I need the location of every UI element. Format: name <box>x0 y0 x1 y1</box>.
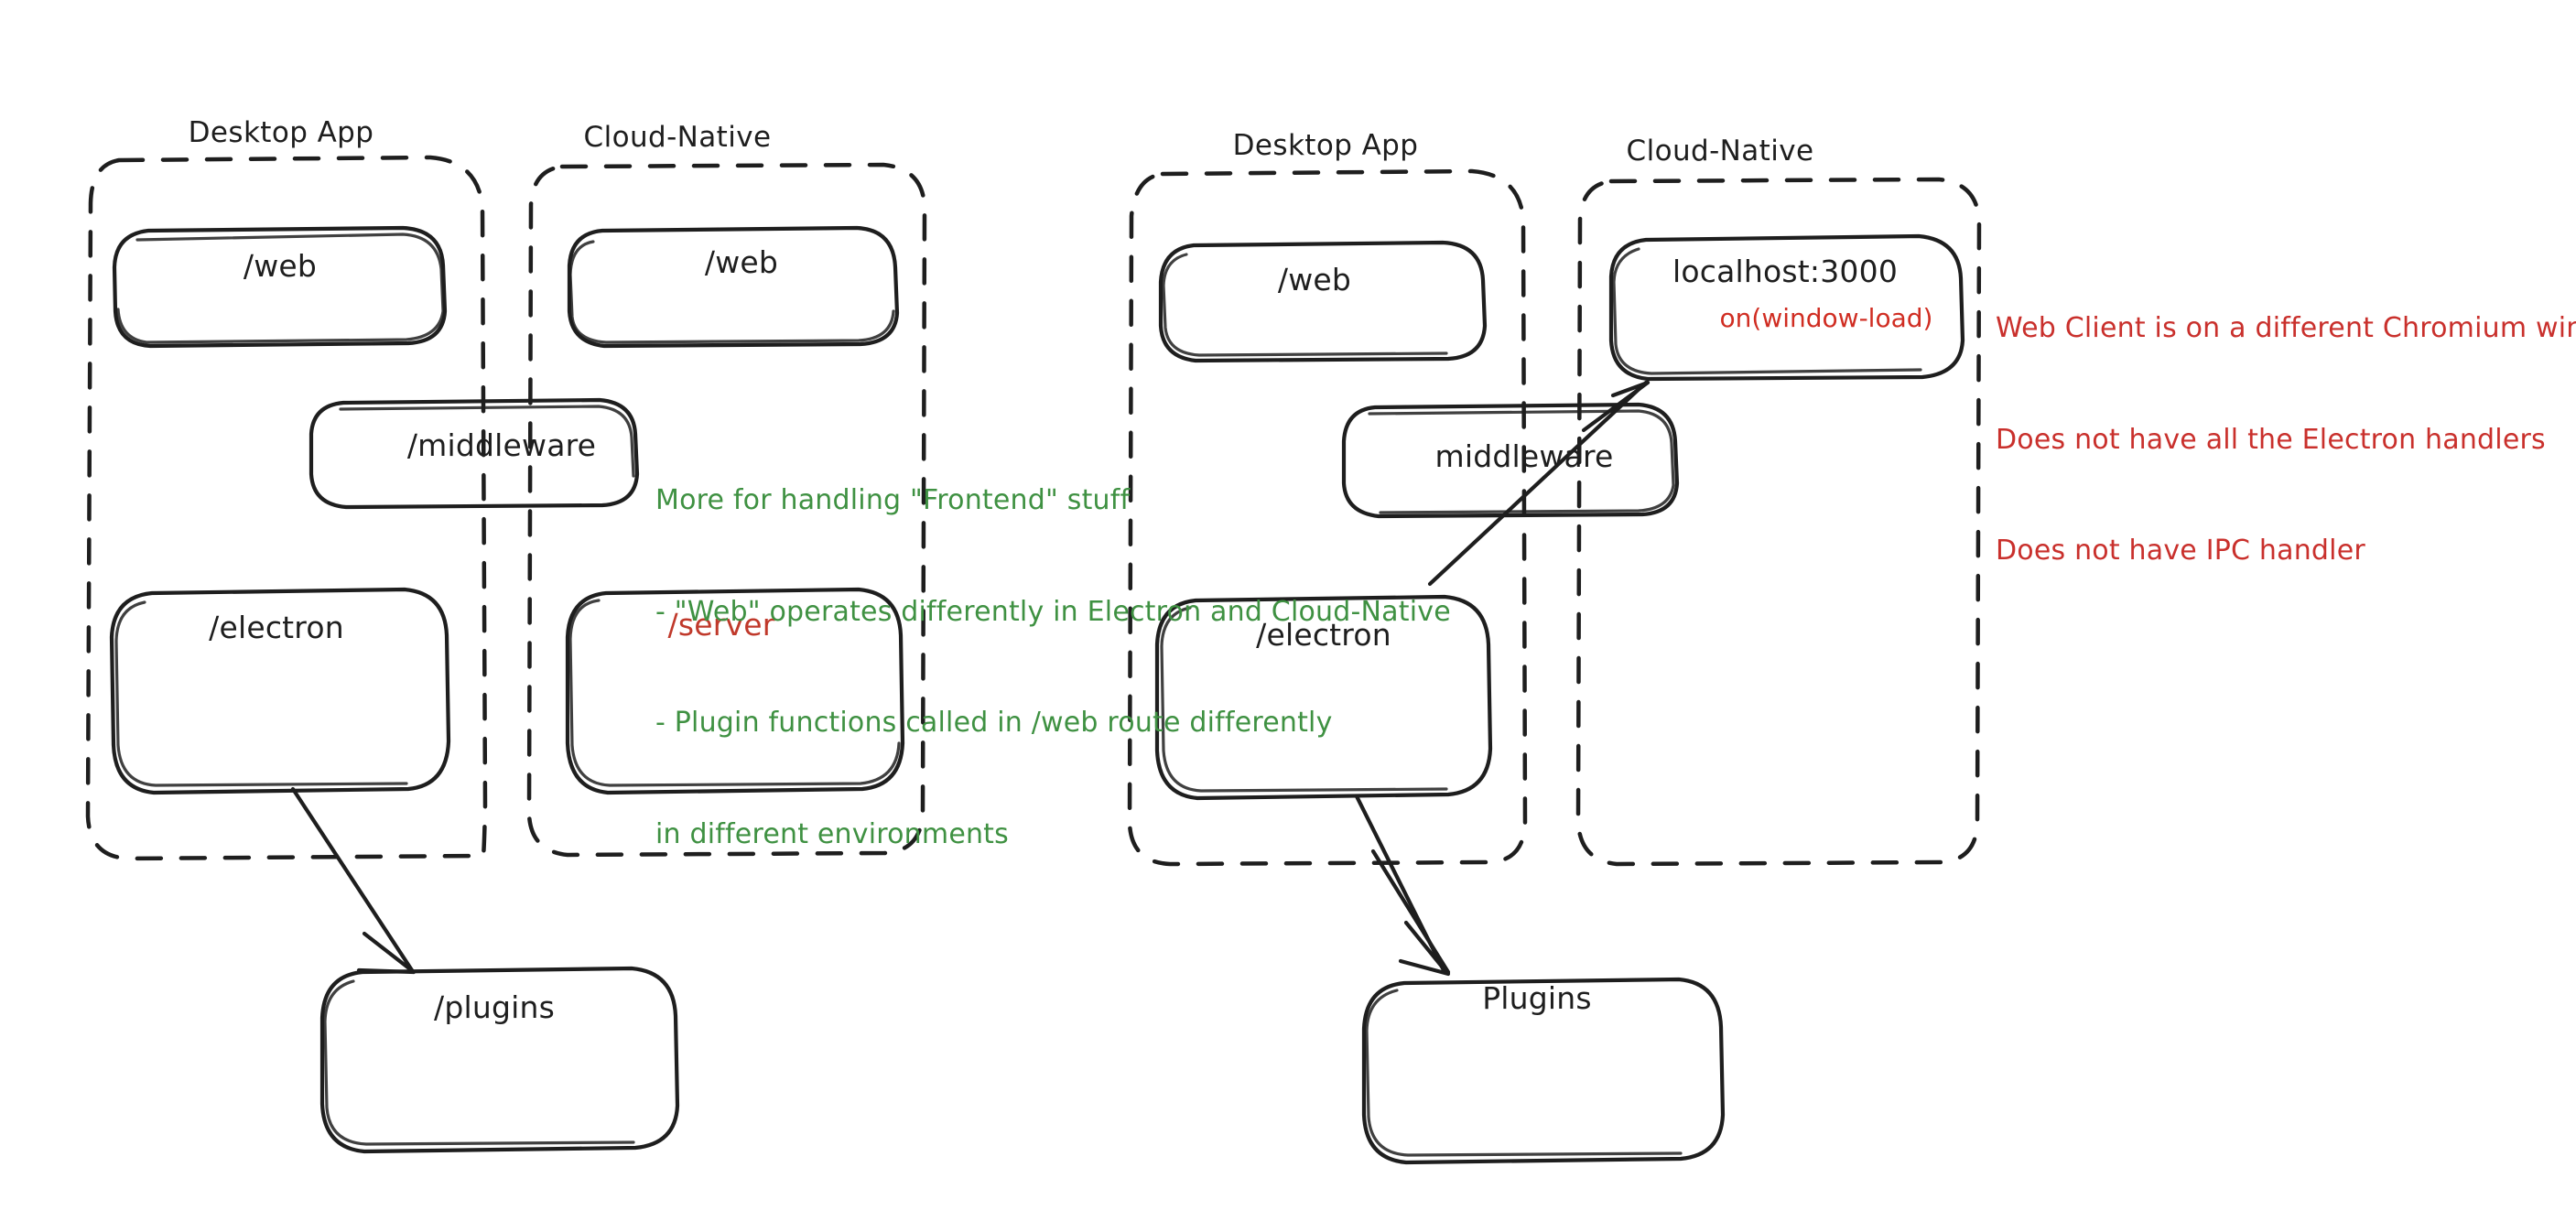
right-cloud-native-title: Cloud-Native <box>1626 135 1814 168</box>
left-web-cloud-label: /web <box>704 244 779 280</box>
left-green-note: More for handling "Frontend" stuff - "We… <box>655 408 1451 927</box>
left-cloud-native-title: Cloud-Native <box>583 121 772 154</box>
left-plugins-label: /plugins <box>434 989 555 1025</box>
left-green-note-line-2: - "Web" operates differently in Electron… <box>655 595 1451 628</box>
right-plugins-label: Plugins <box>1482 980 1592 1016</box>
left-web-desktop-box <box>112 225 448 349</box>
right-electron-label: /electron <box>1256 617 1391 653</box>
right-desktop-app-title: Desktop App <box>1232 129 1419 162</box>
right-red-note-line-1: Web Client is on a different Chromium wi… <box>1996 312 2576 344</box>
left-electron-label: /electron <box>209 610 344 645</box>
left-server-label: /server <box>667 607 775 643</box>
left-green-note-line-3: - Plugin functions called in /web route … <box>655 707 1333 739</box>
right-red-note-line-3: Does not have IPC handler <box>1996 535 2365 567</box>
left-green-note-line-4: in different environments <box>655 817 1009 850</box>
left-electron-to-plugins-arrow[interactable] <box>290 786 417 975</box>
left-desktop-app-title: Desktop App <box>188 116 374 149</box>
left-web-desktop-label: /web <box>243 248 318 284</box>
right-electron-to-localhost-arrow[interactable] <box>1427 380 1651 587</box>
right-middleware-label: middleware <box>1434 438 1614 474</box>
left-middleware-label: /middleware <box>406 427 597 463</box>
left-green-note-line-1: More for handling "Frontend" stuff <box>655 484 1131 516</box>
right-web-label: /web <box>1277 262 1352 297</box>
right-red-note-line-2: Does not have all the Electron handlers <box>1996 423 2546 456</box>
right-red-note: Web Client is on a different Chromium wi… <box>1996 236 2576 644</box>
right-localhost-label: localhost:3000 <box>1672 254 1899 289</box>
right-localhost-sublabel: on(window-load) <box>1719 303 1933 333</box>
